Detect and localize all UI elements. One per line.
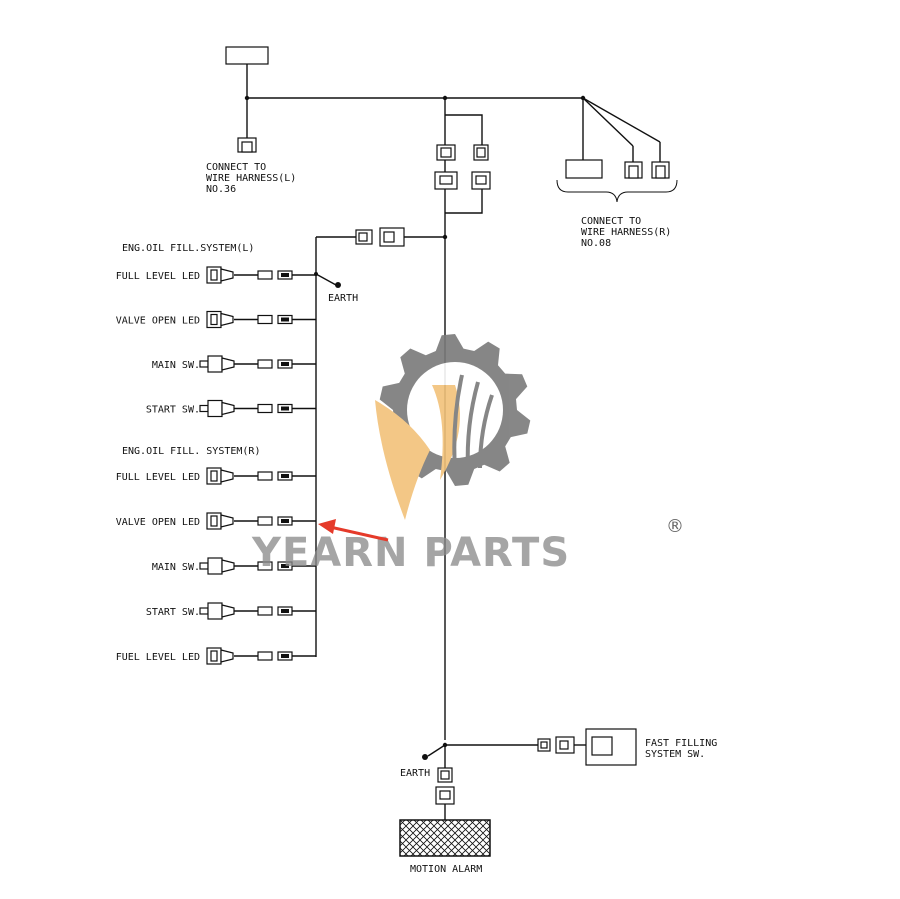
connect-harness-r-label: CONNECT TO WIRE HARNESS(R) NO.08 [581, 216, 677, 249]
switch-icon [199, 355, 235, 373]
earth-lower [422, 744, 446, 760]
right-harness-group [556, 97, 678, 203]
motion-alarm-device [399, 745, 491, 857]
tree-lines-icon [452, 374, 494, 471]
device-row: MAIN SW. [152, 355, 316, 373]
earth-upper [314, 272, 341, 288]
device-row: VALVE OPEN LED [116, 310, 316, 329]
switch-icon [199, 602, 235, 620]
leaf-icon [375, 385, 460, 520]
brand-watermark: YEARN PARTS [251, 530, 570, 576]
section-left-title: ENG.OIL FILL.SYSTEM(L) [122, 243, 254, 254]
led-icon [206, 266, 234, 284]
device-label: VALVE OPEN LED [116, 517, 200, 528]
registered-mark: ® [666, 516, 684, 537]
device-row: FULL LEVEL LED [116, 467, 316, 485]
earth-upper-label: EARTH [328, 293, 358, 304]
device-label: FULL LEVEL LED [116, 472, 200, 483]
device-label: MAIN SW. [152, 360, 200, 371]
red-arrow-icon [318, 519, 389, 542]
device-label: START SW. [146, 405, 200, 416]
section-right-title: ENG.OIL FILL. SYSTEM(R) [122, 446, 260, 457]
device-row: FUEL LEVEL LED [116, 647, 316, 665]
led-icon [206, 467, 234, 485]
device-row: START SW. [146, 602, 316, 620]
device-row: VALVE OPEN LED [116, 512, 316, 530]
switch-icon [199, 399, 235, 418]
device-row: FULL LEVEL LED [116, 266, 316, 284]
device-label: FULL LEVEL LED [116, 271, 200, 282]
watermark: YEARN PARTS ® [251, 334, 684, 576]
device-label: START SW. [146, 607, 200, 618]
switch-icon [199, 557, 235, 575]
left-branch-connector [315, 227, 448, 657]
device-label: MAIN SW. [152, 562, 200, 573]
device-row: MAIN SW. [152, 557, 316, 575]
led-icon [206, 310, 234, 329]
earth-lower-label: EARTH [400, 768, 430, 779]
device-row: START SW. [146, 399, 316, 418]
top-harness [225, 46, 586, 153]
device-label: FUEL LEVEL LED [116, 652, 200, 663]
device-label: VALVE OPEN LED [116, 316, 200, 327]
motion-alarm-label: MOTION ALARM [410, 864, 482, 875]
led-icon [206, 512, 234, 530]
fast-filling-branch [442, 728, 637, 766]
connect-harness-l-label: CONNECT TO WIRE HARNESS(L) NO.36 [206, 162, 302, 195]
led-icon [206, 647, 234, 665]
section-right-rows: FULL LEVEL LED VALVE OPEN LED MAIN SW. STAR… [116, 467, 316, 665]
section-left-rows: FULL LEVEL LED VALVE OPEN LED MAIN SW. STAR… [116, 266, 316, 418]
fast-filling-label: FAST FILLING SYSTEM SW. [645, 738, 723, 760]
